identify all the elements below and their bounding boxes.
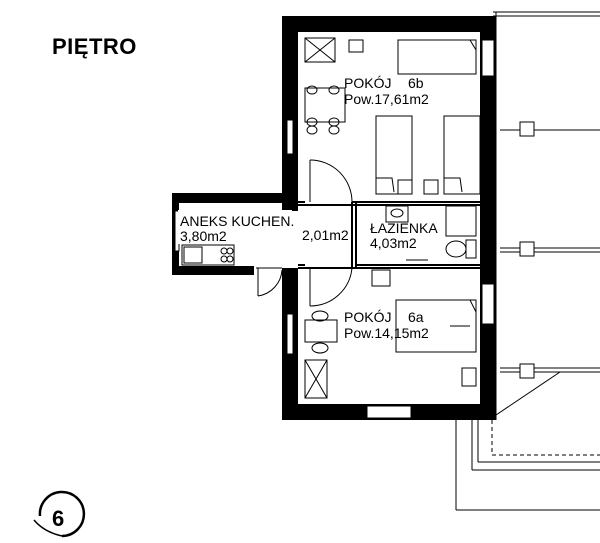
room-6a-name: POKÓJ xyxy=(344,309,391,325)
kitchen-annex-area: 3,80m2 xyxy=(180,228,227,244)
sheet-number: 6 xyxy=(52,506,64,531)
bathroom-name: ŁAZIENKA xyxy=(370,220,438,236)
room-label-6b: POKÓJ 6b Pow.17,61m2 xyxy=(344,75,429,107)
terrace-outline xyxy=(455,11,600,511)
kitchen-counter xyxy=(181,244,235,266)
room-6b-furniture xyxy=(304,37,481,195)
room-6a-number: 6a xyxy=(408,309,424,325)
kitchen-annex-name: ANEKS KUCHEN. xyxy=(180,213,294,229)
hall-area: 2,01m2 xyxy=(302,227,349,243)
sheet-number-badge: 6 xyxy=(33,490,86,538)
bathroom-area: 4,03m2 xyxy=(370,235,417,251)
room-6b-number: 6b xyxy=(408,75,424,91)
wall-windows xyxy=(174,39,495,419)
room-6b-name: POKÓJ xyxy=(344,75,391,91)
room-6a-furniture xyxy=(304,259,477,399)
terrace-windows xyxy=(519,121,535,379)
bathroom-fixtures xyxy=(385,205,477,259)
interior-walls xyxy=(298,201,480,269)
floor-title: PIĘTRO xyxy=(52,34,137,59)
kitchen-annex-label: ANEKS KUCHEN. 3,80m2 xyxy=(178,210,294,244)
room-6a-area: Pow.14,15m2 xyxy=(344,325,429,341)
room-6b-area: Pow.17,61m2 xyxy=(344,91,429,107)
room-label-6a: POKÓJ 6a Pow.14,15m2 xyxy=(344,309,429,341)
doors xyxy=(256,159,357,307)
bathroom-label: ŁAZIENKA 4,03m2 xyxy=(370,220,438,251)
